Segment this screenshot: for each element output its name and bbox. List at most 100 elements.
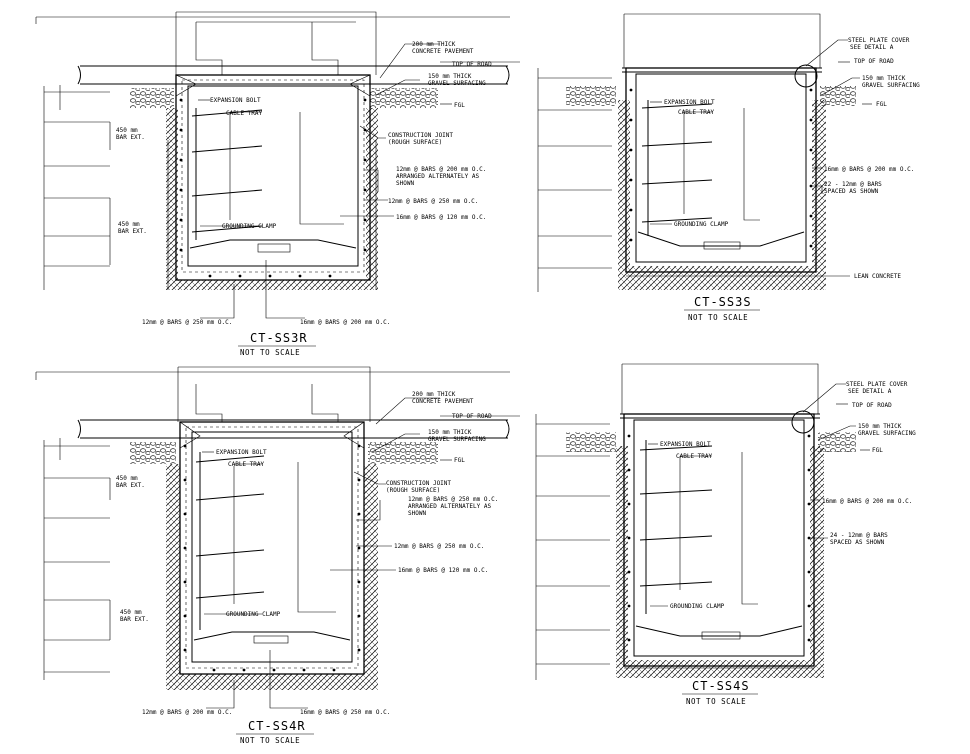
- rebar-dots: [179, 98, 367, 278]
- grounding-clamp-label: GROUNDING CLAMP: [670, 603, 725, 610]
- bars-12-label: 12mm @ BARS @ 250 mm O.C.: [394, 543, 484, 550]
- bars-alt-label: 12mm @ BARS @ 250 mm O.C.: [408, 496, 498, 503]
- bottom-left-label: 12mm @ BARS @ 250 mm O.C.: [142, 319, 232, 326]
- gravel-label-2: GRAVEL SURFACING: [862, 82, 920, 89]
- bar-ext-top-label-2: BAR EXT.: [116, 134, 145, 141]
- bar-ext-bottom-label-2: BAR EXT.: [120, 616, 149, 623]
- grounding-clamp-label: GROUNDING CLAMP: [226, 611, 281, 618]
- top-of-road-label: TOP OF ROAD: [452, 413, 492, 420]
- gravel-label-2: GRAVEL SURFACING: [428, 80, 486, 87]
- bar-ext-bottom-label-2: BAR EXT.: [118, 228, 147, 235]
- panel-title: CT-SS4S: [692, 679, 750, 693]
- gravel-label-2: GRAVEL SURFACING: [858, 430, 916, 437]
- cable-trays: [191, 108, 344, 240]
- panel-ct-ss3r: 200 mm THICK CONCRETE PAVEMENT TOP OF RO…: [35, 11, 520, 357]
- soil-hatch: [166, 464, 378, 690]
- trench-wall: [625, 67, 817, 273]
- construction-joint-label: CONSTRUCTION JOINT: [388, 132, 453, 139]
- expansion-bolt-label: EXPANSION BOLT: [664, 99, 715, 106]
- frame-lines: [35, 11, 510, 290]
- bars-16-label: 16mm @ BARS @ 200 mm O.C.: [822, 498, 912, 505]
- bar-ext-top-label-2: BAR EXT.: [116, 482, 145, 489]
- rebar-dots: [627, 434, 811, 642]
- bars-alt-label-3: SHOWN: [408, 510, 426, 517]
- trench-inner: [633, 419, 805, 657]
- bar-ext-bottom-label: 450 mm: [120, 609, 142, 616]
- cable-tray-label: CABLE TRAY: [676, 453, 713, 460]
- bars-16-label: 16mm @ BARS @ 120 mm O.C.: [398, 567, 488, 574]
- fgl-label: FGL: [872, 447, 883, 454]
- cable-trays: [195, 452, 336, 630]
- panel-labels: 200 mm THICK CONCRETE PAVEMENT TOP OF RO…: [116, 391, 498, 716]
- gravel-right: [370, 88, 438, 108]
- svg-text:200 mm THICK: 200 mm THICK: [412, 41, 456, 48]
- gravel-left: [130, 88, 174, 108]
- bars-12-label: 12mm @ BARS @ 250 mm O.C.: [388, 198, 478, 205]
- frame-lines: [537, 13, 821, 292]
- break-marks: [77, 419, 510, 439]
- road-slab: [80, 65, 508, 85]
- fgl-label: FGL: [876, 101, 887, 108]
- panel-title: CT-SS3S: [694, 295, 752, 309]
- expansion-bolt-label: EXPANSION BOLT: [660, 441, 711, 448]
- expansion-bolt-label: EXPANSION BOLT: [210, 97, 261, 104]
- pavement-label-2: CONCRETE PAVEMENT: [412, 398, 474, 405]
- cable-tray-label: CABLE TRAY: [678, 109, 715, 116]
- bars-alt-label-3: SHOWN: [396, 180, 414, 187]
- leader-lines: [650, 39, 872, 277]
- bars-alt-label: 12mm @ BARS @ 200 mm O.C.: [396, 166, 486, 173]
- bars-alt-label-2: ARRANGED ALTERNATELY AS: [396, 173, 479, 180]
- bar-ext-top-label: 450 mm: [116, 127, 138, 134]
- frame-lines: [535, 363, 819, 680]
- rebar-dots: [629, 88, 813, 248]
- panel-title: CT-SS4R: [248, 719, 306, 733]
- grounding-clamp-label: GROUNDING CLAMP: [222, 223, 277, 230]
- gravel-label: 150 mm THICK: [428, 429, 472, 436]
- bars-16-label: 16mm @ BARS @ 200 mm O.C.: [824, 166, 914, 173]
- scale-note: NOT TO SCALE: [240, 736, 300, 745]
- panel-ct-ss4r: 200 mm THICK CONCRETE PAVEMENT TOP OF RO…: [35, 366, 520, 745]
- gravel-label: 150 mm THICK: [428, 73, 472, 80]
- gravel-label-2: GRAVEL SURFACING: [428, 436, 486, 443]
- top-of-road-label: TOP OF ROAD: [452, 61, 492, 68]
- leader-lines: [202, 397, 520, 709]
- leader-lines: [648, 383, 870, 607]
- panel-title: CT-SS3R: [250, 331, 308, 345]
- trench-inner: [191, 431, 353, 663]
- construction-joint-label-2: (ROUGH SURFACE): [388, 139, 442, 146]
- pavement-label: 200 mm THICK: [412, 391, 456, 398]
- soil-hatch: [166, 108, 378, 290]
- cable-tray-label: CABLE TRAY: [226, 110, 263, 117]
- cable-trays: [641, 100, 760, 236]
- rebar-dots: [183, 444, 361, 672]
- steel-plate-label-2: SEE DETAIL A: [850, 44, 894, 51]
- bottom-right-label: 16mm @ BARS @ 250 mm O.C.: [300, 709, 390, 716]
- soil-hatch: [616, 446, 824, 678]
- scale-note: NOT TO SCALE: [240, 348, 300, 357]
- road-slab: [80, 419, 508, 439]
- fgl-label: FGL: [454, 457, 465, 464]
- pavement-label-2: CONCRETE PAVEMENT: [412, 48, 474, 55]
- floor-slope: [189, 239, 357, 249]
- panel-ct-ss4s: STEEL PLATE COVER SEE DETAIL A TOP OF RO…: [535, 363, 916, 706]
- expansion-bolt-label: EXPANSION BOLT: [216, 449, 267, 456]
- scale-note: NOT TO SCALE: [688, 313, 748, 322]
- trench-inner: [187, 85, 359, 267]
- bottom-right-label: 16mm @ BARS @ 200 mm O.C.: [300, 319, 390, 326]
- panel-labels: STEEL PLATE COVER SEE DETAIL A TOP OF RO…: [664, 37, 920, 280]
- cable-trays: [639, 440, 758, 614]
- gravel-label: 150 mm THICK: [862, 75, 906, 82]
- bottom-left-label: 12mm @ BARS @ 200 mm O.C.: [142, 709, 232, 716]
- grounding-clamp-label: GROUNDING CLAMP: [674, 221, 729, 228]
- bar-ext-top-label: 450 mm: [116, 475, 138, 482]
- soil-hatch: [618, 100, 826, 290]
- bars-16-label: 16mm @ BARS @ 120 mm O.C.: [396, 214, 486, 221]
- construction-joint-label: CONSTRUCTION JOINT: [386, 480, 451, 487]
- bars-22-label-2: SPACED AS SHOWN: [824, 188, 879, 195]
- trench-wall: [623, 413, 815, 667]
- bar-ext-bottom-label: 450 mm: [118, 221, 140, 228]
- panel-ct-ss3s: STEEL PLATE COVER SEE DETAIL A TOP OF RO…: [537, 13, 920, 322]
- steel-plate-label: STEEL PLATE COVER: [848, 37, 910, 44]
